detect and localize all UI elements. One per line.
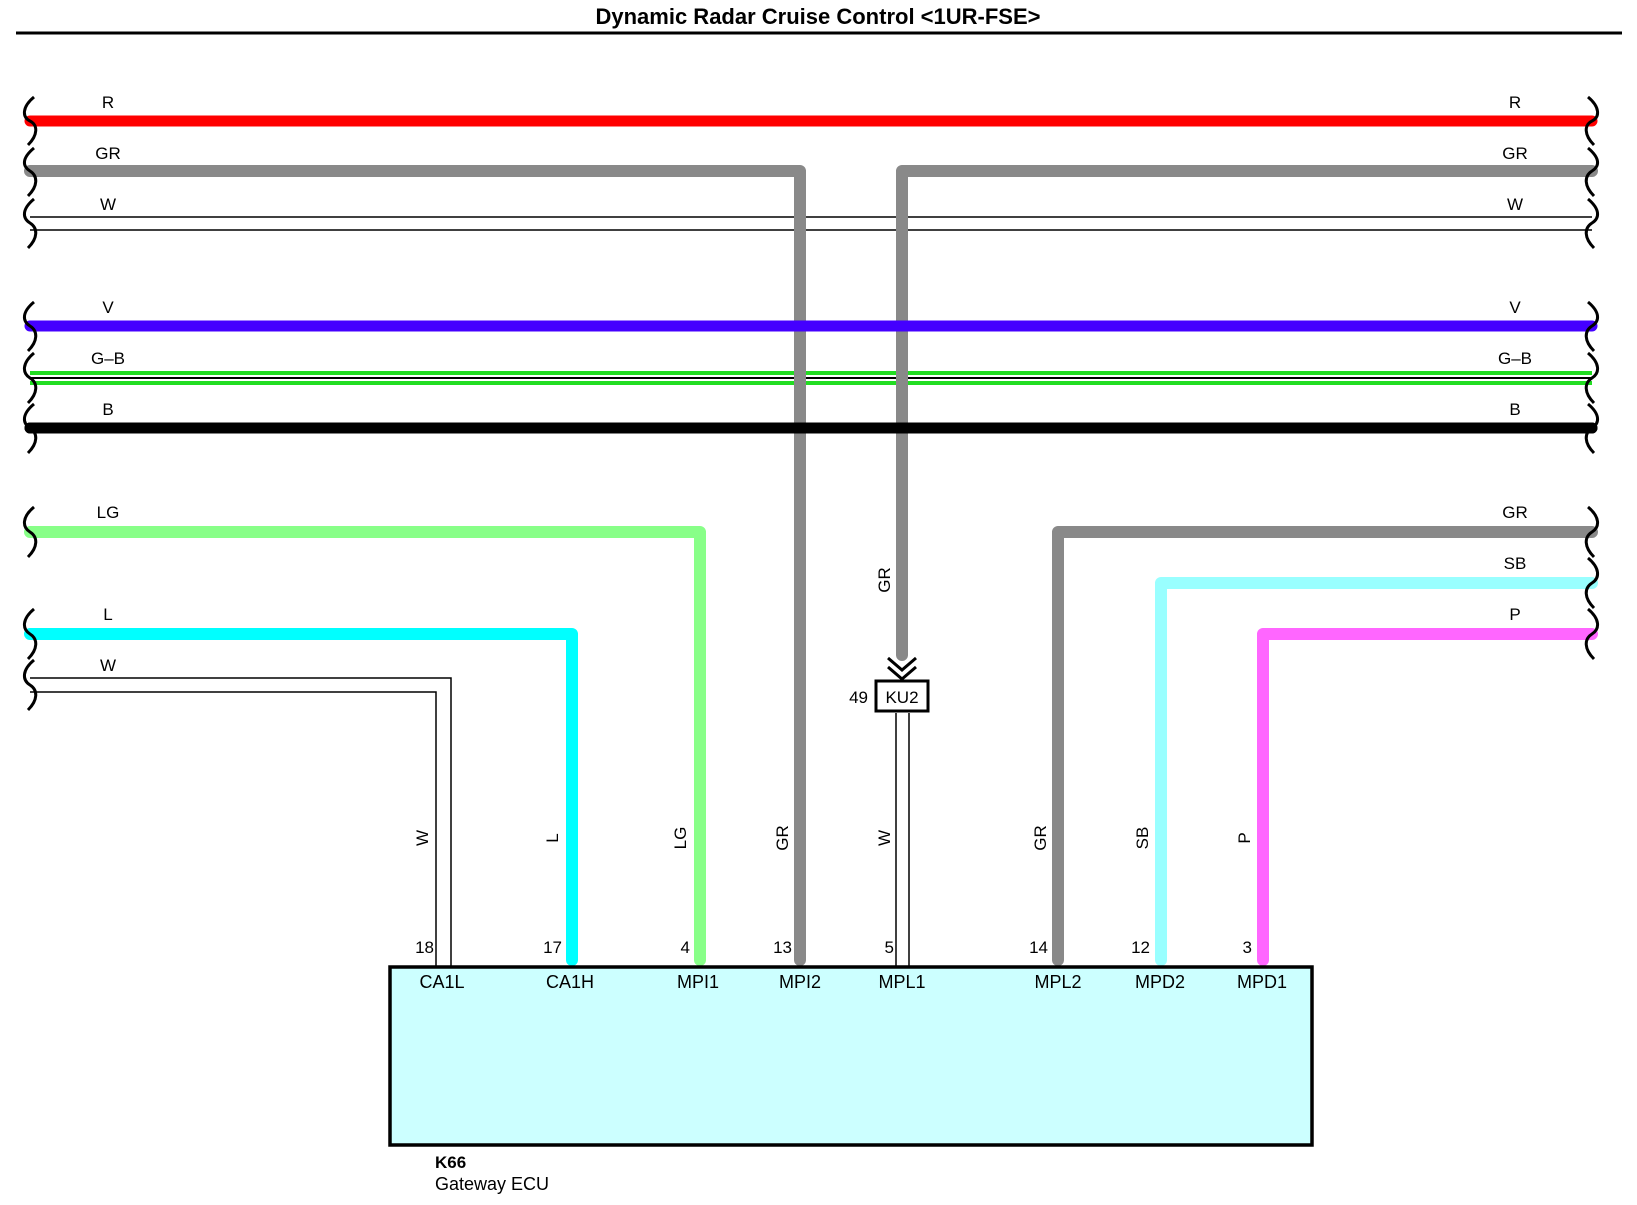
page-title: Dynamic Radar Cruise Control <1UR-FSE> (595, 4, 1040, 29)
label-top-r-right: R (1509, 93, 1521, 112)
pin-number-mpl2: 14 (1029, 938, 1048, 957)
label-top-v-left: V (102, 298, 114, 317)
pin-number-mpd2: 12 (1131, 938, 1150, 957)
wire-lg-mpi1 (24, 526, 706, 966)
label-top-w-left: W (100, 195, 116, 214)
label-top-w-right: W (1507, 195, 1523, 214)
break-marks-right (1584, 95, 1599, 661)
label-top-r-left: R (102, 93, 114, 112)
break-marks-left (23, 95, 38, 712)
vlabel-mpd1: P (1235, 832, 1254, 843)
vlabel-mpi1: LG (671, 827, 690, 850)
pin-name-mpi1: MPI1 (677, 972, 719, 992)
label-top-b-right: B (1509, 400, 1520, 419)
vlabel-mpl1: W (875, 830, 894, 846)
pin-number-mpd1: 3 (1243, 938, 1252, 957)
vlabel-ca1h: L (543, 833, 562, 842)
pin-name-ca1h: CA1H (546, 972, 594, 992)
pin-name-ca1l: CA1L (419, 972, 464, 992)
label-top-b-left: B (102, 400, 113, 419)
ecu-component-name: Gateway ECU (435, 1174, 549, 1194)
pin-number-mpi1: 4 (681, 938, 690, 957)
pin-number-ca1h: 17 (543, 938, 562, 957)
ecu-connector-id: K66 (435, 1153, 466, 1172)
wire-gr-mpl2 (1052, 526, 1598, 966)
ku2-connector (874, 679, 930, 713)
pin-name-mpl1: MPL1 (878, 972, 925, 992)
label-top-v-right: V (1509, 298, 1521, 317)
vlabel-ca1l: W (413, 830, 432, 846)
vlabel-mpi2: GR (773, 825, 792, 851)
pin-number-mpl1: 5 (885, 938, 894, 957)
wire-top-w (30, 216, 1592, 231)
wire-l-ca1h (24, 628, 578, 966)
label-top-gb-left: G–B (91, 349, 125, 368)
label-w-left: W (100, 656, 116, 675)
label-ku2-gr: GR (875, 567, 894, 593)
gateway-ecu-box (388, 965, 1314, 1147)
pin-name-mpd1: MPD1 (1237, 972, 1287, 992)
vlabel-mpd2: SB (1133, 827, 1152, 850)
label-top-gr-left: GR (95, 144, 121, 163)
pin-name-mpi2: MPI2 (779, 972, 821, 992)
pin-number-mpi2: 13 (773, 938, 792, 957)
label-l-left: L (103, 605, 112, 624)
label-top-gr-right: GR (1502, 144, 1528, 163)
wire-gr-mpi2 (24, 165, 806, 966)
ku2-pin-number: 49 (849, 688, 868, 707)
vlabel-mpl2: GR (1031, 825, 1050, 851)
pin-name-mpd2: MPD2 (1135, 972, 1185, 992)
label-sb-right: SB (1504, 554, 1527, 573)
wire-w-mpl1 (895, 713, 910, 966)
pin-name-mpl2: MPL2 (1034, 972, 1081, 992)
ku2-connector-id: KU2 (885, 688, 918, 707)
label-lg-left: LG (97, 503, 120, 522)
label-top-gb-right: G–B (1498, 349, 1532, 368)
ku2-arrow (887, 656, 917, 681)
wire-p-mpd1 (1257, 628, 1598, 966)
wire-gr-ku2 (896, 165, 1598, 661)
wire-top-gb (30, 371, 1592, 385)
label-gr-right: GR (1502, 503, 1528, 522)
label-p-right: P (1509, 605, 1520, 624)
pin-number-ca1l: 18 (415, 938, 434, 957)
wire-w-ca1l (30, 677, 452, 966)
wire-sb-mpd2 (1155, 577, 1598, 966)
